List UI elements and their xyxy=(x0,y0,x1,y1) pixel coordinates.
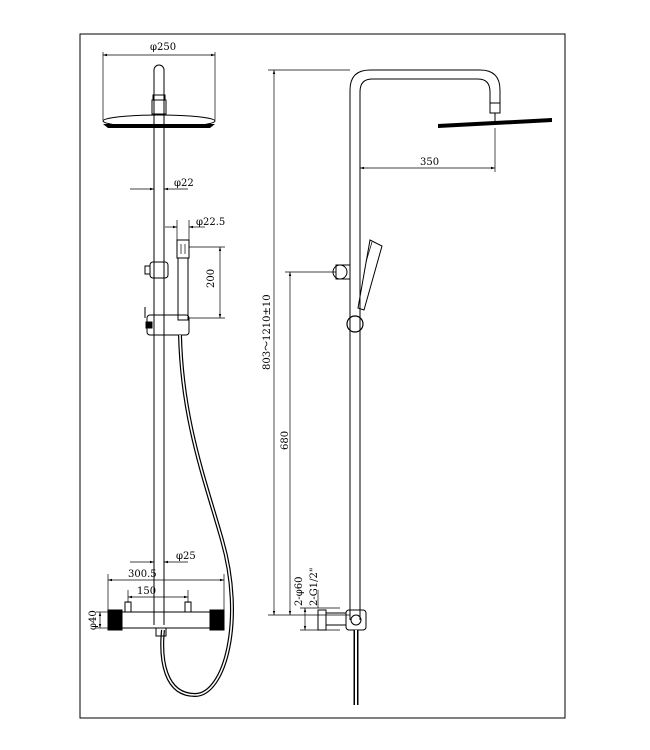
side-view: 350 803～1210±10 680 2-φ60 2-G1/2" xyxy=(262,69,552,705)
side-riser-inner xyxy=(359,78,491,620)
shower-head-face xyxy=(103,124,215,128)
front-view: φ250 φ22 φ22.5 200 φ25 xyxy=(88,42,234,698)
slide-bracket xyxy=(146,314,190,336)
side-mixer-body xyxy=(345,609,367,631)
inlet-spacing-label: 150 xyxy=(137,586,156,597)
side-handshower xyxy=(357,239,383,311)
mixer-right-handle xyxy=(209,609,225,631)
arm-fitting xyxy=(152,94,166,101)
diverter-knob xyxy=(149,261,169,279)
handshower-handle xyxy=(177,257,189,321)
side-riser-outer xyxy=(349,69,501,620)
drawing-frame xyxy=(79,33,566,719)
hose-outlet xyxy=(155,627,167,637)
height-range-label: 803～1210±10 xyxy=(262,294,273,370)
arm-diameter-label: φ22 xyxy=(174,178,194,189)
mixer-left-handle xyxy=(107,609,123,631)
riser-diameter-label: φ25 xyxy=(176,551,196,562)
handshower-diameter-label: φ22.5 xyxy=(196,217,225,228)
mixer-width-label: 300.5 xyxy=(128,569,157,580)
mixer-body xyxy=(121,611,219,629)
inlet-thread-label: 2-G1/2" xyxy=(309,568,320,606)
shower-hose xyxy=(160,334,234,698)
side-wall-flange xyxy=(317,609,327,631)
mixer-body-diameter-label: φ40 xyxy=(88,610,99,630)
arm-projection-label: 350 xyxy=(420,157,439,168)
handshower-head xyxy=(176,239,190,259)
head-diameter-label: φ250 xyxy=(150,42,176,53)
handshower-offset-label: 200 xyxy=(206,269,217,288)
bracket-height-label: 680 xyxy=(280,431,291,450)
side-shower-head xyxy=(438,118,552,128)
side-slide-bracket xyxy=(346,315,364,333)
wall-flange-label: 2-φ60 xyxy=(294,577,305,606)
